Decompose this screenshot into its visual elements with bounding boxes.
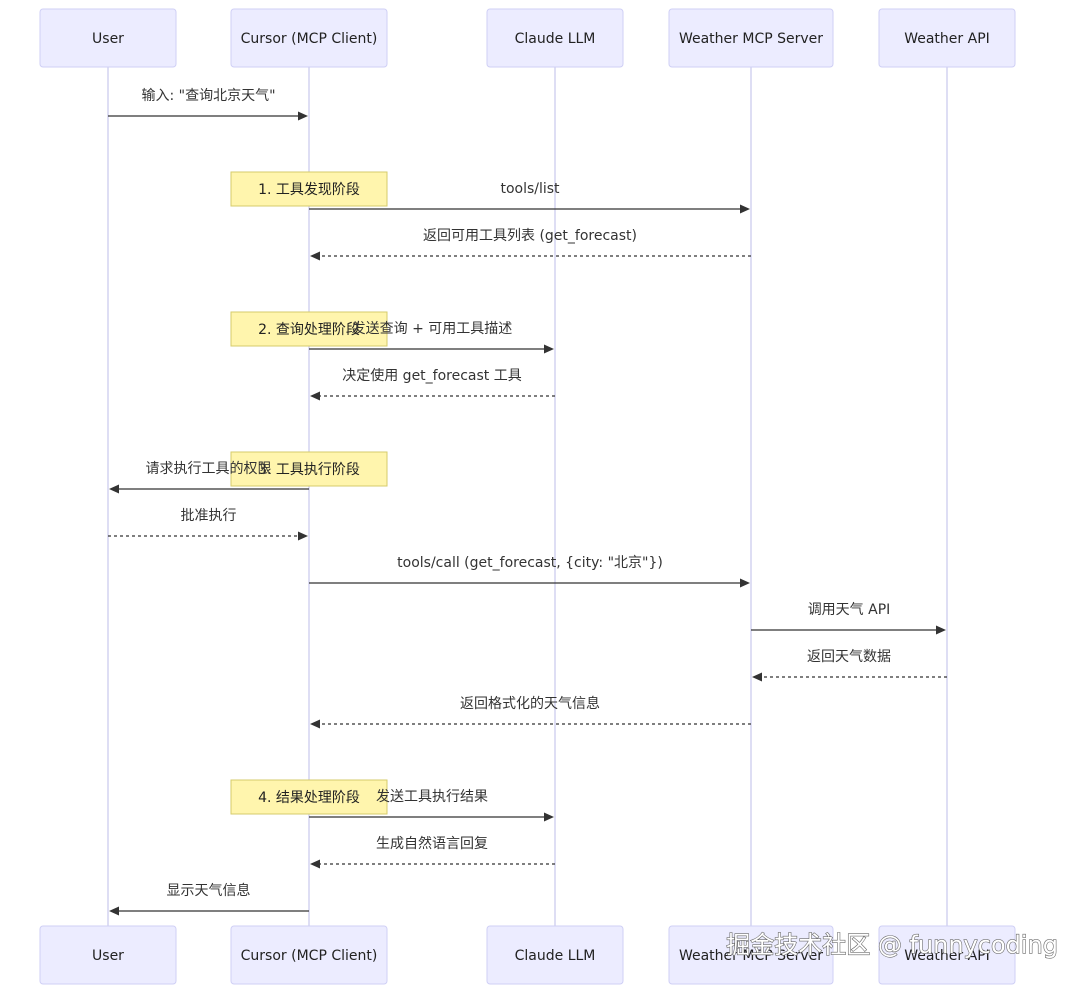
actor-api-top: Weather API <box>878 8 1016 68</box>
actor-box <box>878 8 1016 68</box>
actor-user-top: User <box>39 8 177 68</box>
message-label: tools/call (get_forecast, {city: "北京"}) <box>397 555 663 571</box>
note-box <box>230 451 388 487</box>
arrowhead-icon <box>740 204 750 214</box>
message-label: tools/list <box>500 181 560 197</box>
phase-note: 3. 工具执行阶段 <box>230 451 388 487</box>
arrowhead-icon <box>544 344 554 354</box>
note-label: 2. 查询处理阶段 <box>258 322 360 338</box>
message-arrow: 返回格式化的天气信息 <box>310 695 751 729</box>
actor-box <box>230 8 388 68</box>
note-label: 4. 结果处理阶段 <box>258 790 360 806</box>
message-label: 调用天气 API <box>808 602 891 618</box>
actor-server-bottom: Weather MCP Server <box>668 925 834 985</box>
actor-user-bottom: User <box>39 925 177 985</box>
actor-box <box>668 8 834 68</box>
actor-box <box>878 925 1016 985</box>
actor-box <box>668 925 834 985</box>
actor-label: User <box>92 31 124 47</box>
arrowhead-icon <box>109 484 119 494</box>
arrowhead-icon <box>740 578 750 588</box>
message-label: 输入: "查询北京天气" <box>141 88 275 104</box>
actor-label: Claude LLM <box>515 948 596 964</box>
message-arrow: 调用天气 API <box>751 602 946 635</box>
actor-box <box>486 925 624 985</box>
actor-label: Weather MCP Server <box>679 948 823 964</box>
message-arrow: 输入: "查询北京天气" <box>108 88 308 121</box>
note-box <box>230 779 388 815</box>
actor-label: Weather API <box>904 948 990 964</box>
message-label: 发送查询 + 可用工具描述 <box>352 321 513 337</box>
message-arrow: 批准执行 <box>108 508 308 541</box>
actor-api-bottom: Weather API <box>878 925 1016 985</box>
message-arrow: tools/call (get_forecast, {city: "北京"}) <box>309 555 750 588</box>
actor-claude-top: Claude LLM <box>486 8 624 68</box>
message-label: 决定使用 get_forecast 工具 <box>342 367 522 384</box>
phase-note: 4. 结果处理阶段 <box>230 779 388 815</box>
message-label: 返回可用工具列表 (get_forecast) <box>423 228 637 244</box>
arrowhead-icon <box>310 859 320 869</box>
arrowhead-icon <box>310 719 320 729</box>
message-arrow: 显示天气信息 <box>109 882 309 916</box>
sequence-steps: 输入: "查询北京天气" 1. 工具发现阶段 tools/list 返回可用工具列表 … <box>108 88 947 916</box>
message-label: 请求执行工具的权限 <box>146 461 272 477</box>
arrowhead-icon <box>936 625 946 635</box>
note-box <box>230 311 388 347</box>
actor-claude-bottom: Claude LLM <box>486 925 624 985</box>
message-arrow: 返回可用工具列表 (get_forecast) <box>310 228 751 261</box>
actors-top: User Cursor (MCP Client) Claude LLM Weather… <box>39 8 1016 68</box>
actor-label: Cursor (MCP Client) <box>241 948 378 964</box>
message-arrow: 发送查询 + 可用工具描述 <box>309 321 554 354</box>
actor-cursor-top: Cursor (MCP Client) <box>230 8 388 68</box>
actor-label: User <box>92 948 124 964</box>
arrowhead-icon <box>310 391 320 401</box>
actor-server-top: Weather MCP Server <box>668 8 834 68</box>
phase-note: 2. 查询处理阶段 <box>230 311 388 347</box>
actor-box <box>230 925 388 985</box>
arrowhead-icon <box>752 672 762 682</box>
arrowhead-icon <box>109 906 119 916</box>
message-arrow: 决定使用 get_forecast 工具 <box>310 367 555 401</box>
arrowhead-icon <box>298 111 308 121</box>
note-box <box>230 171 388 207</box>
message-label: 返回天气数据 <box>807 649 891 665</box>
actor-cursor-bottom: Cursor (MCP Client) <box>230 925 388 985</box>
message-label: 发送工具执行结果 <box>376 789 488 805</box>
message-arrow: 返回天气数据 <box>752 649 947 682</box>
message-arrow: 发送工具执行结果 <box>309 789 554 822</box>
actors-bottom: User Cursor (MCP Client) Claude LLM Weather… <box>39 925 1016 985</box>
arrowhead-icon <box>310 251 320 261</box>
actor-label: Weather MCP Server <box>679 31 823 47</box>
note-label: 1. 工具发现阶段 <box>258 182 360 198</box>
actor-box <box>486 8 624 68</box>
phase-note: 1. 工具发现阶段 <box>230 171 388 207</box>
arrowhead-icon <box>298 531 308 541</box>
actor-label: Claude LLM <box>515 31 596 47</box>
message-label: 生成自然语言回复 <box>376 835 488 852</box>
note-label: 3. 工具执行阶段 <box>258 462 360 478</box>
actor-label: Cursor (MCP Client) <box>241 31 378 47</box>
message-label: 返回格式化的天气信息 <box>460 695 600 712</box>
message-label: 显示天气信息 <box>167 882 251 899</box>
watermark-text: 掘金技术社区 @ funnycoding <box>726 931 1058 959</box>
arrowhead-icon <box>544 812 554 822</box>
actor-label: Weather API <box>904 31 990 47</box>
actor-box <box>39 8 177 68</box>
actor-box <box>39 925 177 985</box>
message-arrow: 请求执行工具的权限 <box>109 461 309 494</box>
message-label: 批准执行 <box>181 508 237 524</box>
message-arrow: 生成自然语言回复 <box>310 835 555 869</box>
message-arrow: tools/list <box>309 181 750 214</box>
